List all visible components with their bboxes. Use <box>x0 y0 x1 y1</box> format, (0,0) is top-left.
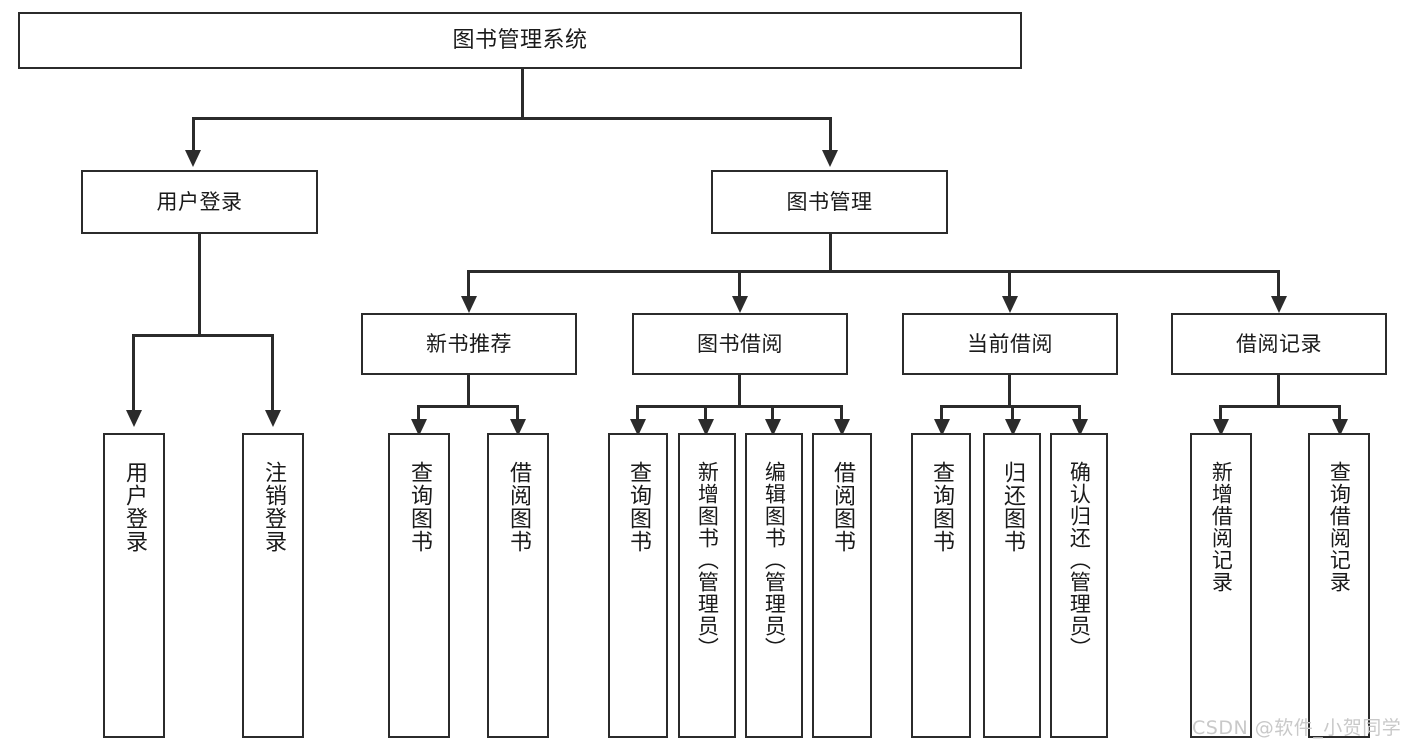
node-label: 归还图书 <box>999 461 1025 553</box>
connector-book-management-bar <box>467 270 1279 273</box>
connector-bb-to-leaf-3 <box>771 405 774 429</box>
node-leaf-query-books-cb[interactable]: 查询图书 <box>911 433 971 738</box>
node-label: 新增图书（管理员） <box>695 461 720 659</box>
arrowhead-bm-to-current-borrow <box>1002 296 1018 313</box>
arrowhead-nbr-to-leaf-2 <box>510 419 526 436</box>
connector-bm-to-borrow-record <box>1277 270 1280 298</box>
csdn-watermark: CSDN @软件_小贺同学 <box>1192 717 1402 739</box>
connector-cb-to-leaf-1 <box>940 405 943 429</box>
connector-new-book-rec-bar <box>417 405 518 408</box>
node-book-borrowing[interactable]: 图书借阅 <box>632 313 848 375</box>
arrowhead-bm-to-book-borrow <box>732 296 748 313</box>
connector-user-login-stem <box>198 234 201 336</box>
connector-borrow-record-stem <box>1277 375 1280 407</box>
node-label: 查询图书 <box>406 461 432 553</box>
arrowhead-bb-to-leaf-4 <box>834 419 850 436</box>
node-label: 新增借阅记录 <box>1209 461 1234 593</box>
connector-current-borrow-stem <box>1008 375 1011 407</box>
arrowhead-nbr-to-leaf-1 <box>411 419 427 436</box>
node-label: 借阅图书 <box>829 461 855 553</box>
arrowhead-bb-to-leaf-2 <box>698 419 714 436</box>
arrowhead-root-to-user-login <box>185 150 201 167</box>
node-label: 查询图书 <box>928 461 954 553</box>
node-leaf-logout[interactable]: 注销登录 <box>242 433 304 738</box>
node-leaf-query-borrow-record[interactable]: 查询借阅记录 <box>1308 433 1370 738</box>
connector-current-borrow-bar <box>940 405 1079 408</box>
arrowhead-cb-to-leaf-2 <box>1005 419 1021 436</box>
node-label: 借阅记录 <box>1236 331 1322 356</box>
arrowhead-bb-to-leaf-1 <box>630 419 646 436</box>
node-leaf-confirm-return-admin[interactable]: 确认归还（管理员） <box>1050 433 1108 738</box>
connector-br-to-leaf-1 <box>1219 405 1222 429</box>
connector-cb-to-leaf-2 <box>1011 405 1014 429</box>
connector-user-login-bar <box>132 334 273 337</box>
connector-book-borrow-bar <box>636 405 841 408</box>
connector-bm-to-current-borrow <box>1008 270 1011 298</box>
node-label: 查询图书 <box>625 461 651 553</box>
node-label: 借阅图书 <box>505 461 531 553</box>
connector-nbr-to-leaf-2 <box>516 405 519 429</box>
arrowhead-bm-to-new-book-rec <box>461 296 477 313</box>
node-leaf-query-books-nbr[interactable]: 查询图书 <box>388 433 450 738</box>
connector-user-login-to-leaf-1 <box>132 334 135 412</box>
connector-new-book-rec-stem <box>467 375 470 407</box>
node-book-management[interactable]: 图书管理 <box>711 170 948 234</box>
node-leaf-add-book-admin[interactable]: 新增图书（管理员） <box>678 433 736 738</box>
connector-bb-to-leaf-4 <box>840 405 843 429</box>
node-label: 查询借阅记录 <box>1327 461 1352 593</box>
node-leaf-borrow-books-bb[interactable]: 借阅图书 <box>812 433 872 738</box>
node-user-login[interactable]: 用户登录 <box>81 170 318 234</box>
connector-bm-to-book-borrow <box>738 270 741 298</box>
arrowhead-user-login-to-leaf-1 <box>126 410 142 427</box>
arrowhead-bm-to-borrow-record <box>1271 296 1287 313</box>
node-leaf-add-borrow-record[interactable]: 新增借阅记录 <box>1190 433 1252 738</box>
arrowhead-br-to-leaf-2 <box>1332 419 1348 436</box>
arrowhead-br-to-leaf-1 <box>1213 419 1229 436</box>
node-label: 用户登录 <box>121 461 147 553</box>
arrowhead-bb-to-leaf-3 <box>765 419 781 436</box>
node-label: 图书管理 <box>786 189 873 214</box>
connector-cb-to-leaf-3 <box>1078 405 1081 429</box>
connector-borrow-record-bar <box>1219 405 1340 408</box>
node-leaf-user-login[interactable]: 用户登录 <box>103 433 165 738</box>
connector-nbr-to-leaf-1 <box>417 405 420 429</box>
node-label: 用户登录 <box>156 189 243 214</box>
node-label: 编辑图书（管理员） <box>762 461 787 659</box>
arrowhead-root-to-book-management <box>822 150 838 167</box>
connector-book-borrow-stem <box>738 375 741 407</box>
connector-bb-to-leaf-1 <box>636 405 639 429</box>
node-new-book-recommendation[interactable]: 新书推荐 <box>361 313 577 375</box>
connector-br-to-leaf-2 <box>1338 405 1341 429</box>
node-leaf-borrow-books-nbr[interactable]: 借阅图书 <box>487 433 549 738</box>
node-label: 图书管理系统 <box>452 27 588 53</box>
node-label: 确认归还（管理员） <box>1067 461 1092 659</box>
node-current-borrowing[interactable]: 当前借阅 <box>902 313 1118 375</box>
node-leaf-return-books[interactable]: 归还图书 <box>983 433 1041 738</box>
arrowhead-cb-to-leaf-1 <box>934 419 950 436</box>
connector-book-management-stem <box>829 234 832 272</box>
node-leaf-edit-book-admin[interactable]: 编辑图书（管理员） <box>745 433 803 738</box>
connector-bb-to-leaf-2 <box>704 405 707 429</box>
connector-root-stem <box>521 69 524 118</box>
node-label: 注销登录 <box>260 461 286 553</box>
node-label: 图书借阅 <box>697 331 783 356</box>
arrowhead-user-login-to-leaf-2 <box>265 410 281 427</box>
node-leaf-query-books-bb[interactable]: 查询图书 <box>608 433 668 738</box>
connector-root-bar <box>192 117 831 120</box>
connector-root-to-user-login <box>192 117 195 153</box>
node-label: 新书推荐 <box>426 331 512 356</box>
node-root-library-management-system[interactable]: 图书管理系统 <box>18 12 1022 69</box>
connector-user-login-to-leaf-2 <box>271 334 274 412</box>
arrowhead-cb-to-leaf-3 <box>1072 419 1088 436</box>
node-label: 当前借阅 <box>967 331 1053 356</box>
connector-root-to-book-management <box>829 117 832 153</box>
node-borrowing-record[interactable]: 借阅记录 <box>1171 313 1387 375</box>
connector-bm-to-new-book-rec <box>467 270 470 298</box>
